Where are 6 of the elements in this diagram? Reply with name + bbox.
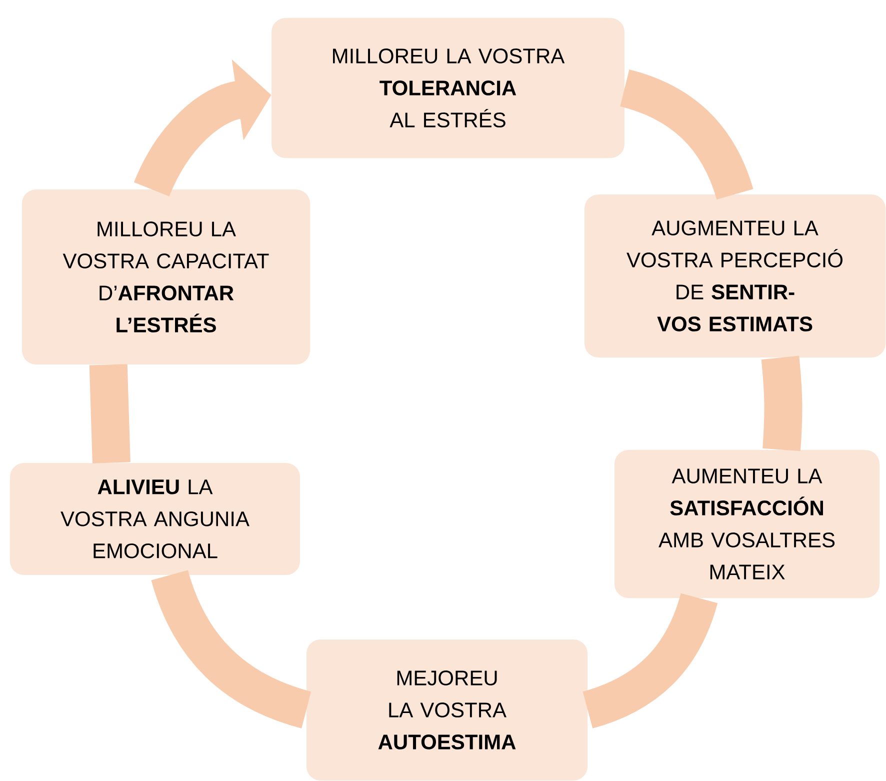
process-box: MEJOREU LA VOSTRA AUTOESTIMA <box>306 639 588 780</box>
process-box: MILLOREU LA VOSTRA CAPACITAT D’AFRONTAR L’ESTRÉS <box>22 189 310 364</box>
process-box: AUMENTEU LA SATISFACCIÓN AMB VOSALTRES MATEIX <box>614 450 880 598</box>
process-box: MILLOREU LA VOSTRA TOLERANCIA AL ESTRÉS <box>272 18 624 158</box>
process-box: ALIVIEU LA VOSTRA ANGUNIA EMOCIONAL <box>10 462 300 575</box>
process-box: AUGMENTEU LA VOSTRA PERCEPCIÓ DE SENTIR-VOS ESTIMATS <box>584 194 886 358</box>
